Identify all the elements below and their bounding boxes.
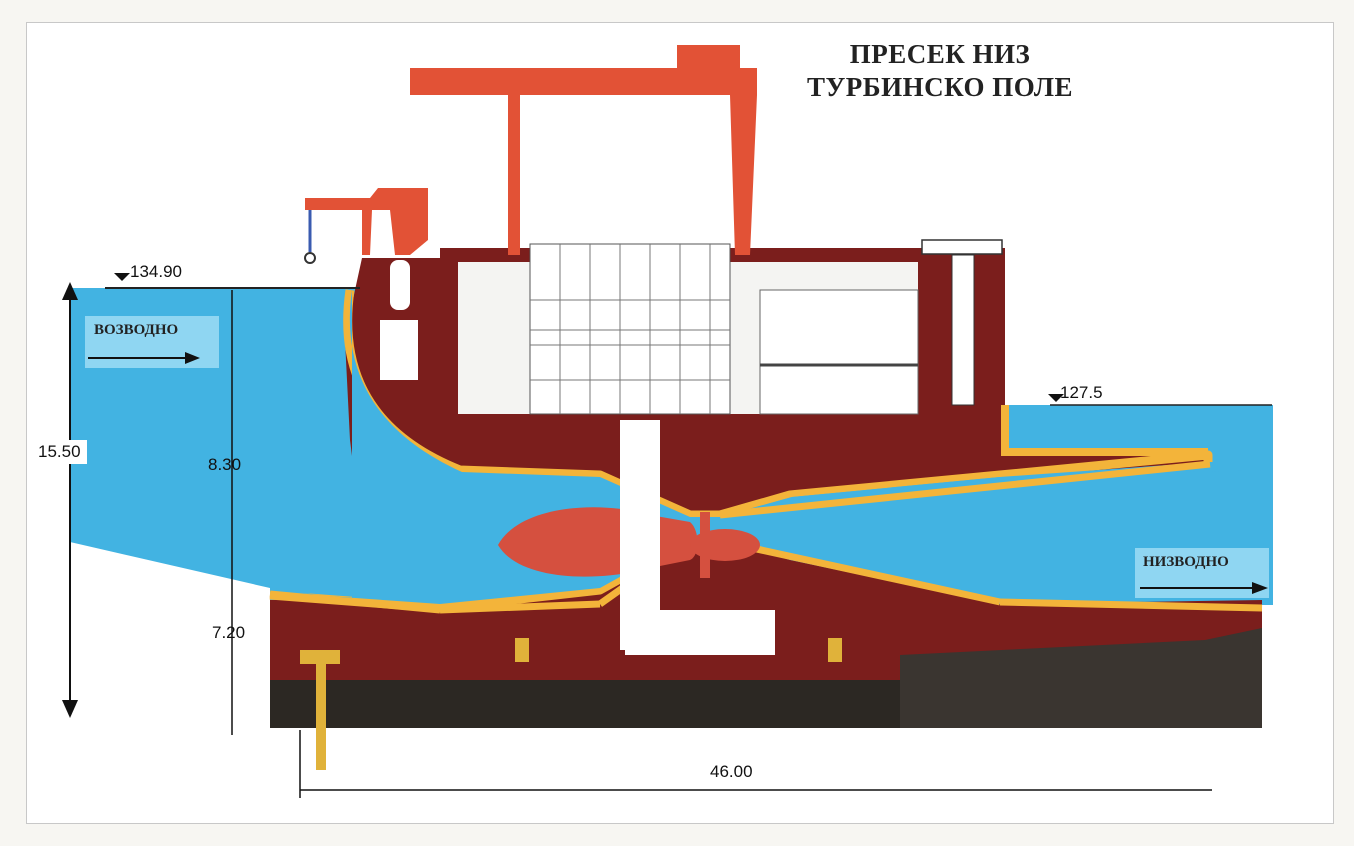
crane-hook [304,252,316,264]
draft-tube-lining-top [719,460,1211,519]
length-label: 46.00 [710,762,753,781]
dim-arrow-top [62,282,78,300]
intake-gallery-2 [390,260,410,310]
turbine-runner-blade-top [700,512,710,538]
pile-cap [300,650,340,664]
upper-depth-label: 8.30 [208,455,242,474]
pile [316,650,326,770]
title-line-1: ПРЕСЕК НИЗ [849,39,1031,69]
gate-shaft [951,254,975,406]
foundation-slope [900,628,1262,728]
drain-box-2 [828,638,842,662]
intake-gallery-1 [380,320,418,380]
title-line-2: ТУРБИНСКО ПОЛЕ [806,72,1074,102]
access-gallery [625,610,775,655]
total-height-label: 15.50 [32,440,87,464]
generator-bay-grid [530,244,730,414]
upstream-arrow-head [185,352,200,364]
draft-tube-lining-bottom [719,537,1001,606]
upstream-flow-label: ВОЗВОДНО [94,322,179,338]
level-marker-down [1048,394,1064,402]
upstream-level-label: 134.90 [130,262,182,281]
draft-tube-floor-lining [999,598,1263,612]
top-structure [921,239,1003,255]
outlet-lining [1001,405,1208,456]
downstream-label-bg [1135,548,1269,598]
turbine-runner-blade-bottom [700,552,710,578]
level-marker-up [114,273,130,281]
intake-floor-lining-2 [439,600,601,614]
dim-arrow-bottom [62,700,78,718]
intake-crane [305,188,428,255]
diagram-title: ПРЕСЕК НИЗ ТУРБИНСКО ПОЛЕ [760,38,1120,104]
downstream-arrow-head [1252,582,1268,594]
control-room [759,289,919,415]
drain-box-1 [515,638,529,662]
lower-depth-label: 7.20 [212,623,246,642]
downstream-level-label: 127.5 [1060,383,1103,402]
generator-bay [529,243,731,415]
upstream-label-bg [85,316,219,368]
intake-floor-lining [269,590,441,614]
downstream-flow-label: НИЗВОДНО [1143,554,1229,570]
gantry-crane [410,45,757,255]
